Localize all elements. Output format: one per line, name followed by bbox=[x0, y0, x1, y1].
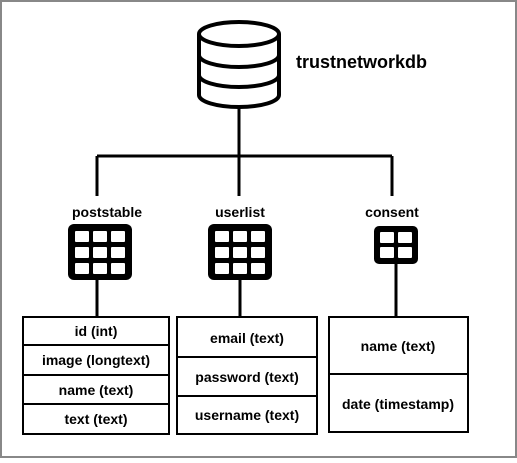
column-label: username (text) bbox=[195, 407, 299, 423]
column-label: password (text) bbox=[195, 369, 298, 385]
table-grid-icon bbox=[374, 226, 418, 264]
connector-lines bbox=[95, 108, 398, 318]
table-title-consent: consent bbox=[365, 204, 419, 220]
table-box-userlist: email (text) password (text) username (t… bbox=[176, 316, 318, 435]
table-box-consent: name (text) date (timestamp) bbox=[328, 316, 469, 433]
column-label: image (longtext) bbox=[42, 352, 150, 368]
table-box-poststable: id (int) image (longtext) name (text) te… bbox=[22, 316, 170, 435]
table-grid-icon bbox=[208, 224, 272, 280]
column-label: id (int) bbox=[75, 323, 118, 339]
database-cylinder-icon bbox=[197, 20, 281, 109]
table-title-userlist: userlist bbox=[215, 204, 265, 220]
database-name: trustnetworkdb bbox=[296, 52, 427, 72]
column-label: text (text) bbox=[64, 411, 127, 427]
column-label: email (text) bbox=[210, 330, 284, 346]
column-label: name (text) bbox=[361, 338, 436, 354]
table-title-poststable: poststable bbox=[72, 204, 142, 220]
column-label: date (timestamp) bbox=[342, 396, 454, 412]
column-label: name (text) bbox=[59, 382, 134, 398]
table-grid-icon bbox=[68, 224, 132, 280]
